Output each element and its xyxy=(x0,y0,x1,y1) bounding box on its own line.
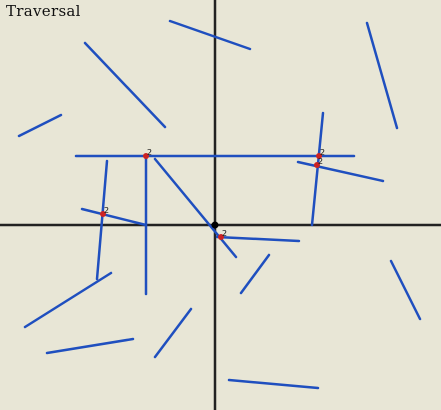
segment-s3 xyxy=(17,113,63,138)
intersection-point-p1 xyxy=(143,153,149,159)
diagram-title: Traversal xyxy=(6,2,81,20)
origin-point xyxy=(211,221,219,229)
intersection-point-p2 xyxy=(316,153,322,159)
segment-s15 xyxy=(389,259,422,321)
intersection-label-p3: 2 xyxy=(318,157,323,166)
intersection-label-p1: 2 xyxy=(147,148,152,157)
segment-s8 xyxy=(296,160,385,183)
segment-s11 xyxy=(153,157,238,259)
segment-s9 xyxy=(95,159,109,281)
segment-s18 xyxy=(227,378,320,390)
intersection-point-p4 xyxy=(100,211,106,217)
segment-s7 xyxy=(310,111,325,227)
intersection-point-p3 xyxy=(314,162,320,168)
intersection-label-p2: 2 xyxy=(320,148,325,157)
segment-s4 xyxy=(365,21,399,130)
intersection-label-p4: 2 xyxy=(104,206,109,215)
segment-s2 xyxy=(83,41,167,129)
segment-s13 xyxy=(23,271,113,329)
intersection-point-p5 xyxy=(218,234,224,240)
segment-s10 xyxy=(80,207,148,227)
segment-s16 xyxy=(153,307,193,359)
segment-s14 xyxy=(239,253,271,295)
segment-s12 xyxy=(215,235,301,243)
segments-group xyxy=(17,19,422,390)
segment-s17 xyxy=(45,337,135,355)
segment-s1 xyxy=(168,19,252,51)
intersection-label-p5: 2 xyxy=(222,229,227,238)
